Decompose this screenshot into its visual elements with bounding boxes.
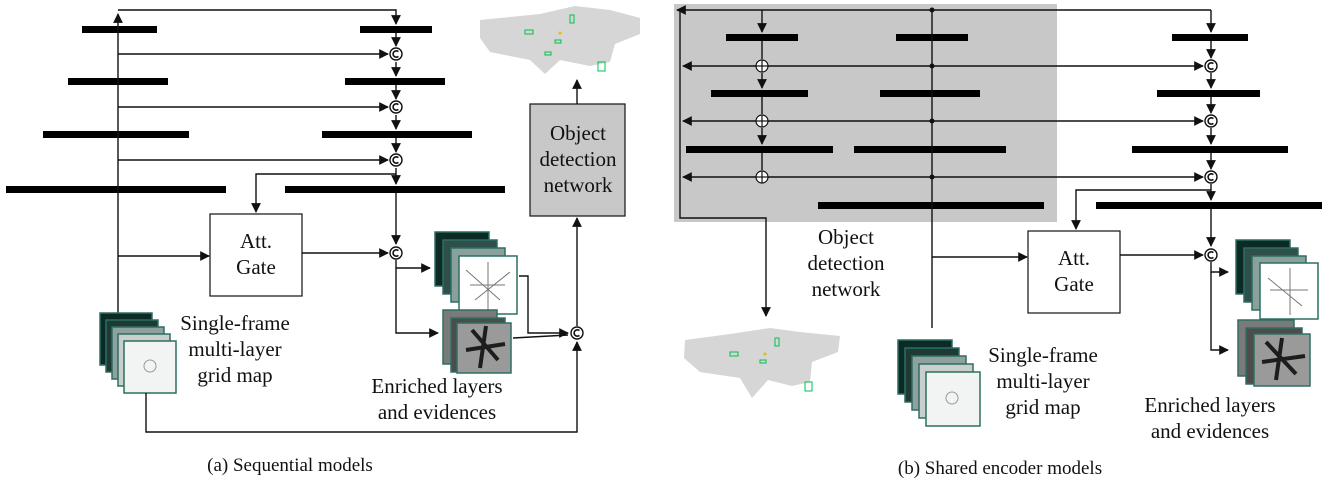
concat-op-b-3	[1204, 170, 1218, 184]
att-gate-label-2: Gate	[236, 255, 276, 279]
caption-a: (a) Sequential models	[207, 455, 373, 476]
grid-decoder-bar-2	[1157, 90, 1260, 97]
detection-output-image-b	[684, 328, 840, 398]
input-bypass	[145, 341, 582, 433]
att-gate-box-b	[1027, 230, 1121, 314]
detector-a-label-3: network	[544, 173, 613, 197]
caption-b: (b) Shared encoder models	[898, 458, 1102, 479]
att-gate-b-label-2: Gate	[1054, 272, 1094, 296]
detector-box-a	[529, 103, 626, 217]
input-label-a-1: Single-frame	[180, 311, 290, 335]
att-gate-label-1: Att.	[240, 229, 272, 253]
input-label-b-2: multi-layer	[996, 369, 1089, 393]
grid-decoder-bar-3	[1132, 146, 1288, 153]
encoder-bar-1	[82, 26, 157, 33]
grid-decoder-bar-4	[1096, 202, 1322, 209]
concat-op-4	[389, 246, 403, 260]
concat-op-b-4	[1204, 248, 1218, 262]
decoder-bar-4	[285, 186, 505, 193]
panel-a: Att. Gate	[6, 6, 640, 476]
det-output-line	[679, 10, 771, 317]
input-label-b-3: grid map	[1005, 395, 1080, 419]
input-grid-stack	[99, 312, 177, 394]
detector-b-label-1: Object	[818, 225, 874, 249]
concat-op-b-1	[1204, 59, 1218, 73]
gate-feed	[251, 173, 396, 213]
shared-encoder-bar-3	[686, 146, 833, 153]
concat-op-1	[389, 47, 403, 61]
detector-a-label-1: Object	[550, 121, 606, 145]
concat-op-2	[389, 100, 403, 114]
encoder-bar-3	[43, 131, 189, 138]
grid-decoder-bar-1	[1172, 34, 1248, 41]
input-label-a-2: multi-layer	[188, 337, 281, 361]
enriched-layers-stack	[434, 231, 518, 315]
output-label-a-1: Enriched layers	[371, 374, 502, 398]
detector-a-label-2: detection	[540, 147, 617, 171]
concat-op-final	[570, 326, 584, 340]
detector-b-label-3: network	[812, 277, 881, 301]
input-label-b-1: Single-frame	[988, 343, 1098, 367]
detector-b-label-2: detection	[808, 251, 885, 275]
decoder-bar-1	[360, 26, 432, 33]
top-skip	[118, 9, 401, 25]
input-grid-stack-b	[897, 339, 981, 427]
decoder-bar-2	[345, 78, 445, 85]
add-op-3	[755, 170, 769, 184]
output-label-b-2: and evidences	[1151, 419, 1269, 443]
encoder-bar-4	[6, 186, 226, 193]
shared-encoder-bar-1	[726, 34, 798, 41]
att-gate-b-label-1: Att.	[1058, 246, 1090, 270]
output-label-a-2: and evidences	[378, 400, 496, 424]
concat-op-b-2	[1204, 114, 1218, 128]
input-label-a-3: grid map	[197, 363, 272, 387]
shared-encoder-bar-2	[711, 90, 808, 97]
panel-b: Att. Gate	[674, 4, 1322, 479]
add-op-2	[755, 114, 769, 128]
add-op-1	[755, 59, 769, 73]
output-label-b-1: Enriched layers	[1144, 393, 1275, 417]
evidences-stack	[442, 309, 512, 374]
enriched-layers-stack-b	[1235, 239, 1319, 320]
decoder-bar-3	[322, 131, 472, 138]
shared-bottom-bar	[818, 202, 1044, 209]
evidences-stack-b	[1237, 319, 1311, 387]
det-decoder-bar-3	[854, 146, 1006, 153]
att-gate-box	[209, 213, 303, 297]
det-decoder-bar-2	[880, 90, 980, 97]
detection-output-image-a	[480, 6, 640, 74]
concat-op-3	[389, 153, 403, 167]
